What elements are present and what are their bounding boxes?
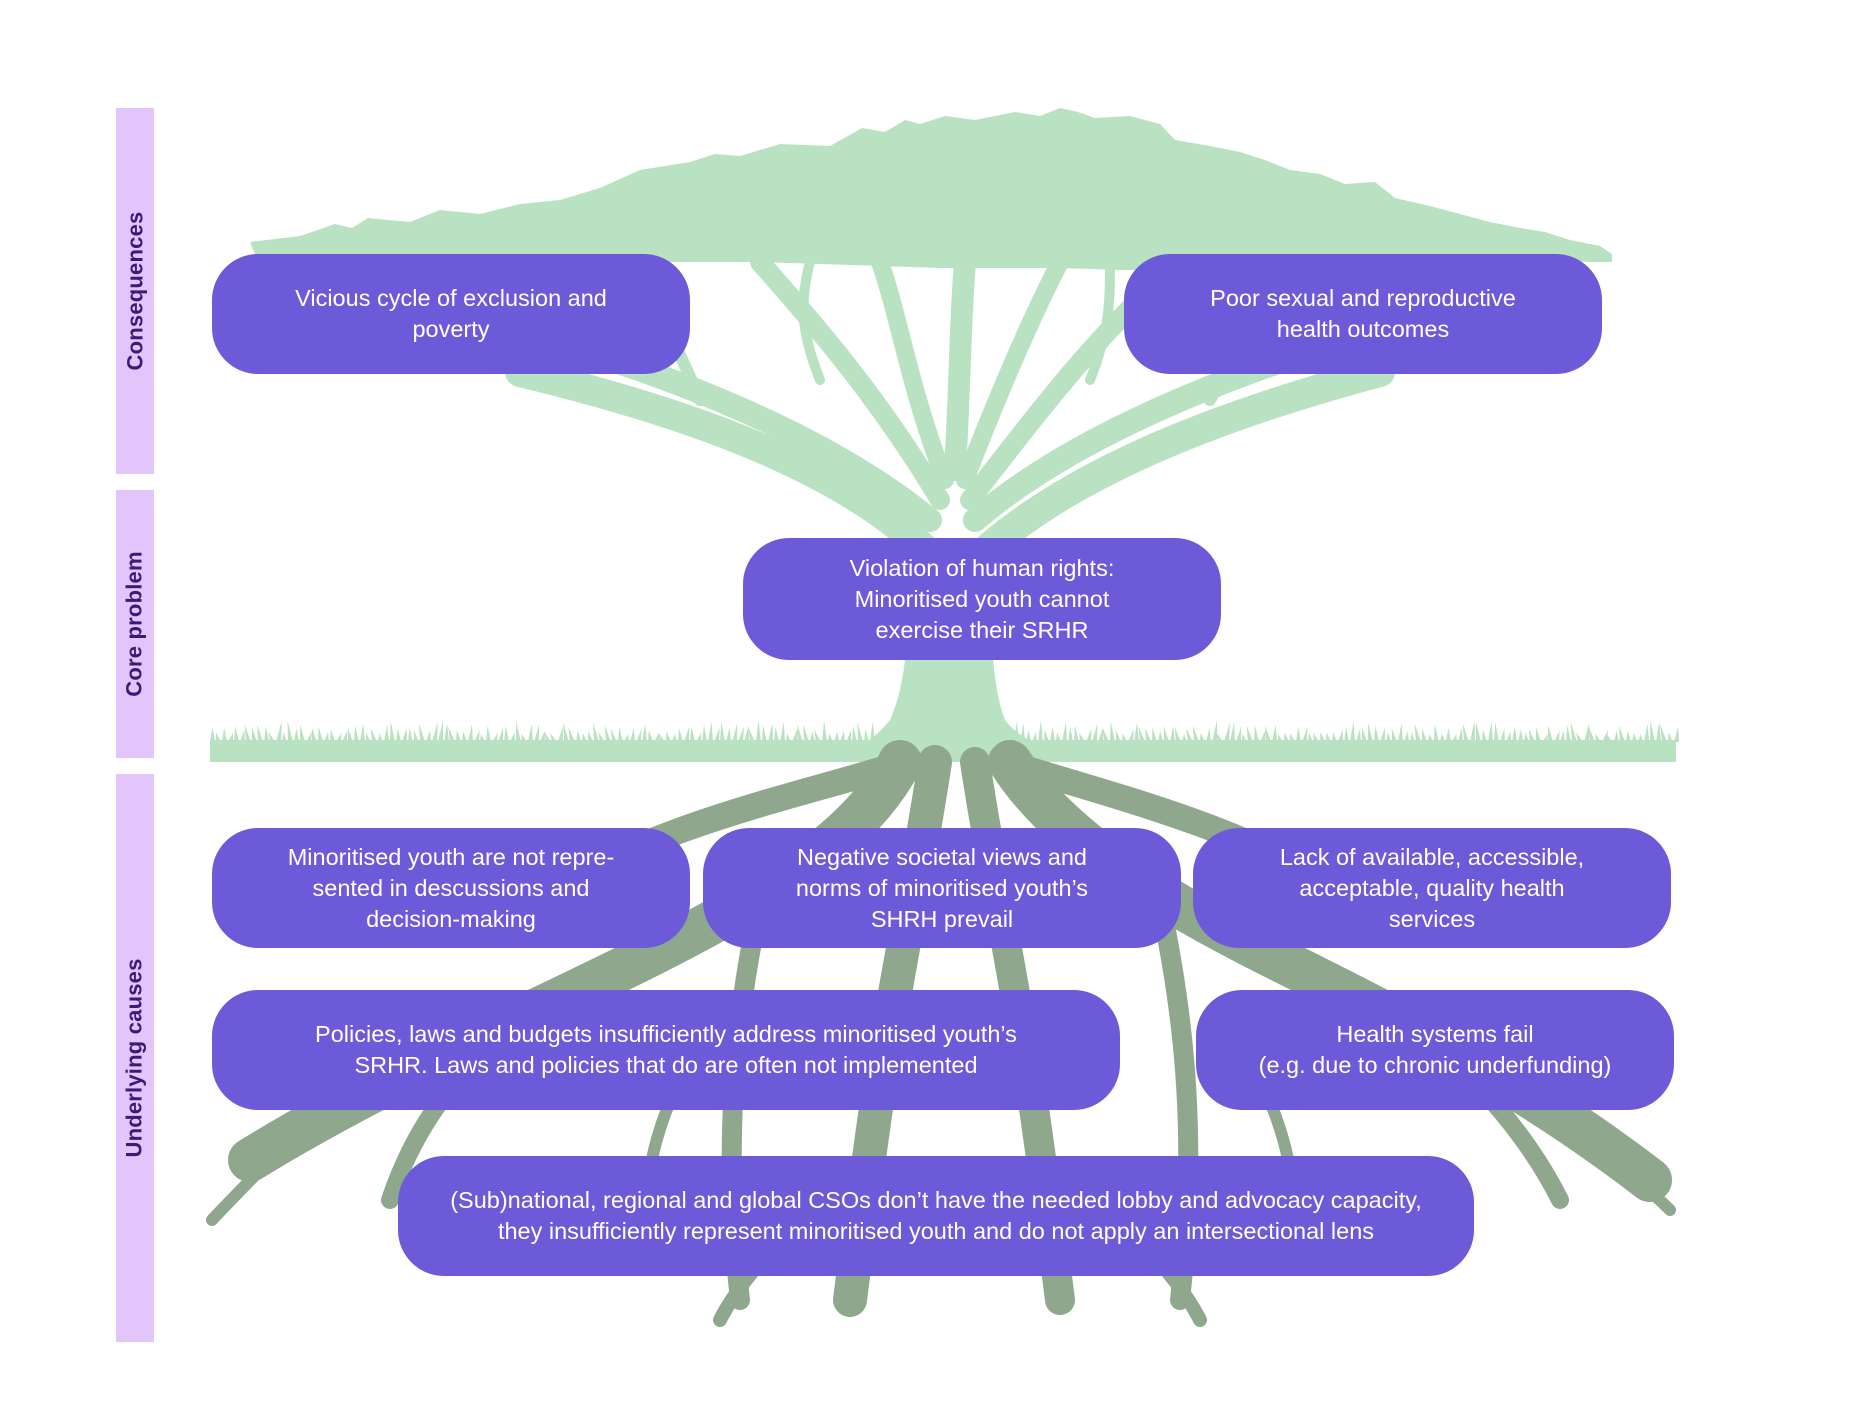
node-text: Vicious cycle of exclusion and poverty (295, 285, 607, 342)
section-band-core-problem: Core problem (116, 490, 154, 758)
node-cause-services: Lack of available, accessible, acceptabl… (1193, 828, 1671, 948)
section-label-underlying-causes: Underlying causes (122, 958, 147, 1158)
node-cause-representation: Minoritised youth are not repre- sented … (212, 828, 690, 948)
node-text: Health systems fail (e.g. due to chronic… (1258, 1021, 1612, 1078)
section-band-underlying-causes: Underlying causes (116, 774, 154, 1342)
root-tip-left (206, 1104, 326, 1226)
node-cause-norms: Negative societal views and norms of min… (703, 828, 1181, 948)
tree-canopy (250, 108, 1612, 270)
branch-center (944, 251, 976, 481)
node-text: Violation of human rights: Minoritised y… (849, 554, 1115, 643)
node-cause-policies: Policies, laws and budgets insufficientl… (212, 990, 1120, 1110)
node-cause-health-systems: Health systems fail (e.g. due to chronic… (1196, 990, 1674, 1110)
branch-right-wide (960, 357, 1395, 575)
twig-4 (1085, 257, 1115, 385)
branch-right-inner (956, 253, 1069, 489)
node-text: (Sub)national, regional and global CSOs … (450, 1187, 1422, 1244)
root-main-right (988, 740, 1672, 1202)
section-band-consequences: Consequences (116, 108, 154, 474)
node-text: Lack of available, accessible, acceptabl… (1279, 843, 1585, 932)
tree-branches (458, 251, 1432, 575)
node-text: Poor sexual and reproductive health outc… (1210, 285, 1516, 342)
branch-left-wide (505, 357, 950, 575)
grass-blades (210, 720, 1679, 742)
node-cause-csos: (Sub)national, regional and global CSOs … (398, 1156, 1474, 1276)
branch-left-inner (871, 253, 954, 489)
section-label-consequences: Consequences (122, 211, 147, 371)
twig-3 (798, 257, 825, 385)
node-text: Negative societal views and norms of min… (795, 843, 1089, 932)
section-label-core-problem: Core problem (122, 551, 148, 697)
root-tip-right (1554, 1104, 1676, 1216)
branch-left-mid (750, 252, 950, 510)
node-consequence-exclusion: Vicious cycle of exclusion and poverty (212, 254, 690, 374)
node-core-violation: Violation of human rights: Minoritised y… (743, 538, 1221, 660)
node-consequence-srh: Poor sexual and reproductive health outc… (1124, 254, 1602, 374)
node-text: Policies, laws and budgets insufficientl… (315, 1021, 1017, 1078)
node-text: Minoritised youth are not repre- sented … (287, 843, 615, 932)
